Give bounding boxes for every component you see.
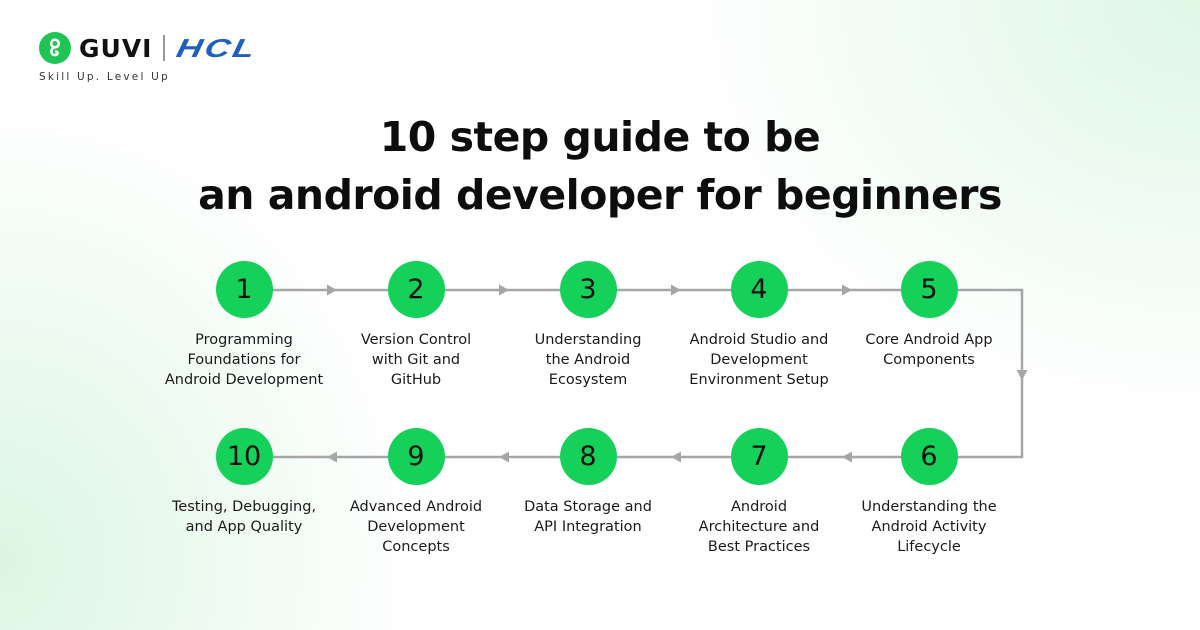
title-line-1: 10 step guide to be bbox=[379, 113, 821, 161]
step-number-badge: 2 bbox=[387, 261, 445, 318]
step-number-badge: 8 bbox=[559, 428, 617, 485]
brand-tagline: Skill Up. Level Up bbox=[39, 71, 170, 83]
step-number-badge: 5 bbox=[900, 261, 958, 318]
step-number-badge: 9 bbox=[387, 428, 445, 485]
guvi-logo-icon bbox=[39, 32, 71, 64]
step-number-badge: 4 bbox=[730, 261, 788, 318]
step-number-badge: 10 bbox=[215, 428, 273, 485]
brand-logo: GUVI HCL Skill Up. Level Up bbox=[39, 31, 260, 83]
arrow-right-icon bbox=[671, 284, 681, 296]
step-number-badge: 1 bbox=[215, 261, 273, 318]
logo-divider bbox=[163, 35, 165, 61]
step-label: Testing, Debugging,and App Quality bbox=[171, 499, 317, 535]
arrow-left-icon bbox=[499, 451, 509, 463]
step-number-badge: 6 bbox=[900, 428, 958, 485]
arrow-right-icon bbox=[499, 284, 509, 296]
guvi-wordmark: GUVI bbox=[79, 33, 153, 63]
step-number-badge: 3 bbox=[559, 261, 617, 318]
arrow-right-icon bbox=[327, 284, 337, 296]
step-number-badge: 7 bbox=[730, 428, 788, 485]
arrow-left-icon bbox=[327, 451, 337, 463]
arrow-right-icon bbox=[842, 284, 852, 296]
page-title: 10 step guide to be an android developer… bbox=[0, 108, 1200, 224]
arrow-down-icon bbox=[1016, 370, 1028, 380]
arrow-left-icon bbox=[671, 451, 681, 463]
arrow-left-icon bbox=[842, 451, 852, 463]
title-line-2: an android developer for beginners bbox=[198, 171, 1002, 219]
